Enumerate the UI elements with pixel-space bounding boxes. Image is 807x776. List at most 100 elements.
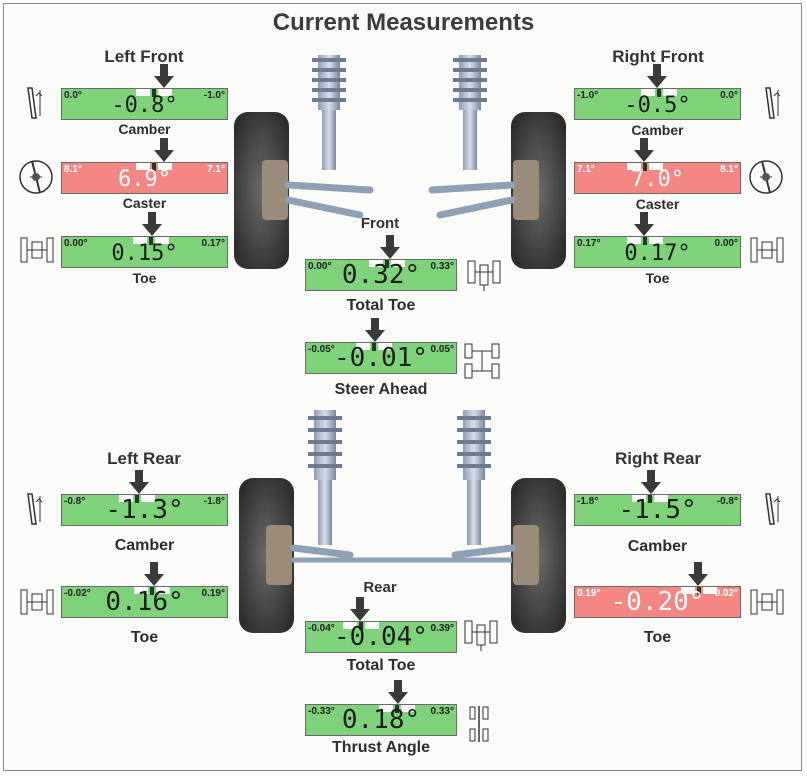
- steer-ahead-marker: [372, 343, 376, 351]
- lf-camber-camber-icon: [22, 86, 50, 120]
- rr-toe-left-limit: 0.19°: [577, 588, 601, 599]
- rf-camber-value: -0.5°: [624, 93, 691, 118]
- rf-toe-right-limit: 0.00°: [714, 238, 738, 249]
- page-frame: [3, 3, 802, 771]
- lf-caster-left-limit: 8.1°: [64, 164, 82, 175]
- front-total-toe-total-toe-icon: [465, 257, 503, 293]
- rr-toe-toe-icon: [748, 584, 786, 620]
- lf-toe-marker: [149, 237, 153, 245]
- front-total-toe-gauge: 0.00°0.33°0.32°: [305, 259, 457, 291]
- rf-caster-marker: [643, 163, 647, 171]
- rf-toe-value: 0.17°: [624, 241, 691, 266]
- rear-total-toe-value: -0.04°: [334, 622, 428, 652]
- front-total-toe-left-limit: 0.00°: [308, 261, 332, 272]
- lr-toe-right-limit: 0.19°: [201, 588, 225, 599]
- header-right-front: Right Front: [612, 47, 704, 66]
- lr-camber-label: Camber: [114, 537, 175, 554]
- front-total-toe-label: Total Toe: [346, 297, 416, 314]
- lf-camber-left-limit: 0.0°: [64, 90, 82, 101]
- lr-camber-right-limit: -1.8°: [203, 496, 225, 507]
- lf-camber-marker: [152, 89, 156, 97]
- header-left-rear: Left Rear: [107, 449, 181, 468]
- steer-ahead-arrow-icon: [365, 318, 385, 342]
- rf-camber-arrow-icon: [647, 64, 667, 88]
- lr-camber-value: -1.3°: [105, 495, 184, 525]
- rf-camber-marker: [657, 89, 661, 97]
- rr-camber-camber-icon: [760, 492, 788, 526]
- lf-caster-label: Caster: [122, 195, 167, 211]
- steer-ahead-gauge: -0.05° 0.05°-0.01°: [305, 342, 457, 374]
- lf-toe-left-limit: 0.00°: [64, 238, 88, 249]
- rr-toe-arrow-icon: [688, 562, 708, 586]
- steer-ahead-left-limit: -0.05°: [308, 344, 335, 355]
- rear-total-toe-gauge: -0.04°0.39°-0.04°: [305, 621, 457, 653]
- lf-camber-value: -0.8°: [111, 93, 178, 118]
- front-total-toe-marker: [385, 260, 389, 268]
- thrust-angle-gauge: -0.33°0.33°0.18°: [305, 704, 457, 736]
- rr-camber-arrow-icon: [641, 470, 661, 494]
- rear-suspension-art: [239, 410, 566, 633]
- front-suspension-art: [234, 55, 566, 269]
- rf-toe-left-limit: 0.17°: [577, 238, 601, 249]
- lf-camber-gauge: 0.0° -1.0° -0.8°: [61, 88, 228, 120]
- rr-camber-right-limit: -0.8°: [716, 496, 738, 507]
- rf-caster-label: Caster: [635, 196, 680, 212]
- thrust-angle-marker: [395, 705, 399, 713]
- rf-camber-label: Camber: [631, 122, 684, 138]
- rr-toe-right-limit: -0.02°: [711, 588, 738, 599]
- rr-camber-left-limit: -1.8°: [577, 496, 599, 507]
- header-rear: Rear: [363, 579, 397, 596]
- rear-total-toe-right-limit: 0.39°: [430, 623, 454, 634]
- rf-caster-caster-icon: [748, 158, 784, 196]
- lr-camber-camber-icon: [22, 492, 50, 526]
- lr-toe-value: 0.16°: [105, 587, 184, 617]
- steer-ahead-label: Steer Ahead: [334, 381, 428, 398]
- lr-toe-gauge: -0.02°0.19°0.16°: [61, 586, 228, 618]
- lr-toe-marker: [150, 587, 154, 595]
- lr-toe-label: Toe: [130, 629, 159, 646]
- lf-caster-arrow-icon: [154, 138, 174, 162]
- thrust-angle-value: 0.18°: [341, 705, 421, 735]
- rr-toe-gauge: 0.19° -0.02° -0.20°: [574, 586, 741, 618]
- rear-total-toe-label: Total Toe: [346, 657, 416, 674]
- rf-caster-value: 7.0°: [631, 167, 684, 192]
- lf-toe-toe-icon: [18, 232, 56, 268]
- thrust-angle-label: Thrust Angle: [331, 739, 431, 756]
- rear-total-toe-total-toe-icon: [462, 617, 500, 653]
- rr-camber-marker: [648, 495, 652, 503]
- rr-toe-value: -0.20°: [610, 587, 705, 617]
- lr-camber-marker: [135, 495, 139, 503]
- front-total-toe-value: 0.32°: [341, 260, 421, 290]
- lf-camber-right-limit: -1.0°: [203, 90, 225, 101]
- lf-caster-caster-icon: [18, 158, 54, 196]
- rf-toe-label: Toe: [645, 270, 670, 286]
- page-title: Current Measurements: [272, 9, 535, 36]
- rear-total-toe-left-limit: -0.04°: [308, 623, 335, 634]
- lf-camber-label: Camber: [118, 121, 171, 137]
- header-right-rear: Right Rear: [615, 449, 701, 468]
- lr-camber-arrow-icon: [129, 470, 149, 494]
- lr-toe-toe-icon: [18, 584, 56, 620]
- rr-toe-marker: [697, 587, 701, 595]
- header-left-front: Left Front: [104, 47, 184, 66]
- lf-toe-label: Toe: [132, 270, 157, 286]
- lf-toe-right-limit: 0.17°: [201, 238, 225, 249]
- lf-camber-arrow-icon: [154, 64, 174, 88]
- steer-ahead-right-limit: 0.05°: [430, 344, 454, 355]
- header-front: Front: [360, 215, 400, 232]
- front-total-toe-arrow-icon: [380, 235, 400, 259]
- lf-toe-arrow-icon: [142, 212, 162, 236]
- rf-toe-toe-icon: [748, 232, 786, 268]
- thrust-angle-thrust-angle-icon: [468, 704, 490, 744]
- rr-toe-label: Toe: [643, 629, 672, 646]
- lr-toe-arrow-icon: [144, 562, 164, 586]
- rf-toe-gauge: 0.17° 0.00° 0.17°: [574, 236, 741, 268]
- rr-camber-gauge: -1.8° -0.8° -1.5°: [574, 494, 741, 526]
- lf-toe-gauge: 0.00° 0.17° 0.15°: [61, 236, 228, 268]
- lf-toe-value: 0.15°: [111, 241, 178, 266]
- steer-ahead-value: -0.01°: [334, 343, 428, 373]
- steer-ahead-steer-ahead-icon: [462, 340, 502, 380]
- rr-camber-value: -1.5°: [618, 495, 697, 525]
- lf-caster-gauge: 8.1°7.1°6.9°: [61, 162, 228, 194]
